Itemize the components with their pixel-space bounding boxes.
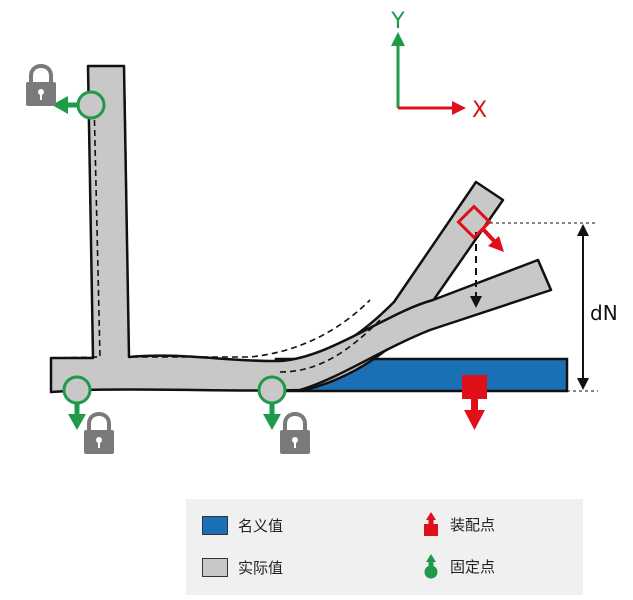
fixed-point-arrowhead	[52, 96, 68, 114]
padlock-icon	[280, 411, 310, 454]
assembly-point-nominal	[462, 375, 487, 430]
assembly-point-down-arrowhead	[464, 410, 485, 430]
legend-label-assembly-point: 装配点	[450, 515, 496, 534]
fixed-point-arrowhead	[263, 414, 281, 430]
legend-item-nominal: 名义值	[202, 512, 283, 538]
legend-item-actual: 实际值	[202, 554, 283, 580]
assembly-point-block	[462, 375, 487, 399]
nominal-swatch	[202, 515, 228, 535]
padlock-icon	[84, 411, 114, 454]
x-axis-arrowhead	[452, 101, 466, 115]
assembly-point-flange	[456, 204, 504, 252]
fixed-point-bottom-left	[62, 375, 114, 454]
legend-label-nominal: 名义值	[238, 516, 284, 535]
assembly-point-arrowhead	[488, 236, 504, 252]
legend-item-assembly-point: 装配点	[422, 511, 495, 537]
assembly-point-direction-arrow	[480, 226, 497, 244]
legend-label-fixed-point: 固定点	[450, 557, 496, 576]
fixed-point-bottom-middle	[257, 375, 310, 454]
coordinate-axes: Y X	[390, 9, 487, 123]
nominal-contour-dashed	[50, 99, 381, 373]
actual-swatch	[202, 557, 228, 577]
y-axis-arrowhead	[391, 32, 405, 46]
assembly-point-icon	[424, 512, 438, 536]
fixed-point-icon	[424, 554, 438, 579]
fixed-point-arrowhead	[68, 414, 86, 430]
fixed-point-circle	[76, 90, 106, 120]
assembly-point-shaft	[471, 398, 478, 412]
fixed-point-circle	[257, 375, 287, 405]
padlock-icon	[26, 63, 56, 106]
y-axis-label: Y	[390, 9, 405, 34]
fixed-point-circle	[62, 375, 92, 405]
actual-part	[49, 64, 553, 394]
dn-label: dN	[590, 301, 618, 325]
legend-item-fixed-point: 固定点	[422, 553, 495, 579]
legend-label-actual: 实际值	[238, 558, 284, 577]
x-axis-label: X	[472, 98, 487, 123]
legend: 名义值 实际值 装配点 固定点	[186, 499, 583, 595]
fixed-point-top	[26, 63, 106, 120]
